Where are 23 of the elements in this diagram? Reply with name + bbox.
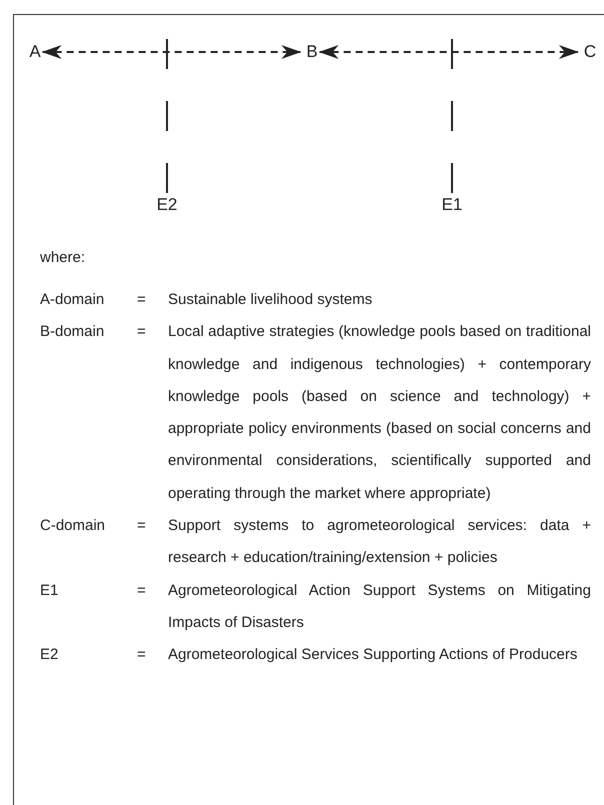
term-text: B-domain bbox=[40, 322, 104, 342]
equals-sign: = bbox=[137, 580, 146, 601]
domain-letter: A bbox=[29, 42, 41, 62]
equals-sign: = bbox=[137, 322, 146, 342]
term-text: E2 bbox=[40, 645, 58, 666]
definition-text: Agrometeorological Services Supporting Actions of Producers bbox=[168, 645, 578, 666]
domain-letter: B bbox=[306, 42, 318, 62]
term-text: C-domain bbox=[40, 516, 106, 536]
intro-text: where: bbox=[40, 248, 86, 268]
definition-text: Local adaptive strategies (knowledge pools based on traditional knowledge and indigenous technologies) + contemporary knowledge pools (based on science and technology) + appropriate policy environments (based on social concerns and environmental considerations, scientifically supported and operating through the market where appropriate) bbox=[168, 322, 591, 504]
equals-sign: = bbox=[137, 516, 146, 536]
equals-sign: = bbox=[137, 290, 146, 310]
line-label: E2 bbox=[156, 195, 178, 215]
term-text: A-domain bbox=[40, 290, 104, 310]
domain-letter: C bbox=[584, 42, 596, 62]
double-arrow bbox=[42, 45, 302, 59]
definition-text: Sustainable livelihood systems bbox=[168, 290, 374, 310]
double-arrow bbox=[318, 45, 579, 59]
equals-sign: = bbox=[137, 645, 146, 666]
term-text: E1 bbox=[40, 580, 58, 601]
line-label: E1 bbox=[442, 195, 462, 215]
definition-text: Support systems to agrometeorological services: data + research + education/training/extension + policies bbox=[168, 516, 591, 568]
definition-text: Agrometeorological Action Support Systems on Mitigating Impacts of Disasters bbox=[168, 580, 591, 633]
